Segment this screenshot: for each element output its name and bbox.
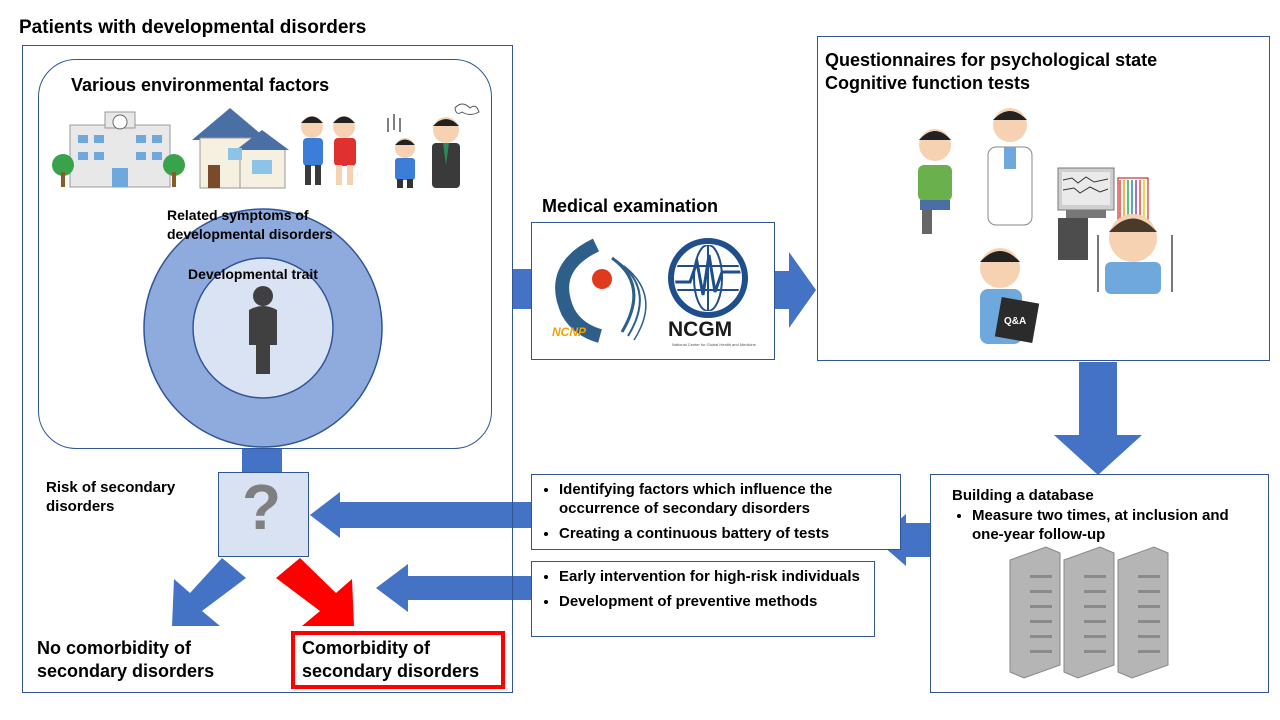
questionnaire-title: Questionnaires for psychological state C… <box>825 49 1157 95</box>
arrow-to-no-comorbidity <box>172 558 246 626</box>
arrow-interventions-to-comorbidity <box>376 564 531 612</box>
comorbidity-box <box>291 631 505 689</box>
arrow-to-questionnaire <box>775 252 816 328</box>
arrow-to-database <box>1054 362 1142 475</box>
clipboard-text: Q&A <box>1004 316 1026 327</box>
interventions-list: Early intervention for high-risk individ… <box>533 567 889 617</box>
no-comorbidity-label: No comorbidity of secondary disorders <box>37 638 215 681</box>
patients-title: Patients with developmental disorders <box>19 17 367 38</box>
arrow-to-exam-body <box>513 269 531 309</box>
ncgm-logo <box>668 238 748 318</box>
interventions-item: Early intervention for high-risk individ… <box>559 567 889 586</box>
findings-item: Identifying factors which influence the … <box>559 480 904 518</box>
question-mark: ? <box>242 471 282 543</box>
eeg-monitor-illustration <box>1057 167 1115 260</box>
related-symptoms-label: Related symptoms of developmental disord… <box>167 207 333 242</box>
interventions-box <box>531 561 875 637</box>
questionnaire-line-1: Questionnaires for psychological state <box>825 50 1158 70</box>
interventions-item: Development of preventive methods <box>559 592 889 611</box>
medical-exam-box <box>531 222 775 360</box>
qa-child-illustration <box>980 248 1040 344</box>
house-illustration <box>192 108 289 189</box>
database-box <box>930 474 1269 693</box>
connector-down <box>242 449 282 473</box>
database-item: Measure two times, at inclusion and one-… <box>972 506 1252 544</box>
findings-box <box>531 474 901 550</box>
patients-box <box>22 45 513 693</box>
doctor-consultation-illustration <box>918 108 1033 234</box>
findings-item: Creating a continuous battery of tests <box>559 524 904 543</box>
risk-label: Risk of secondary disorders <box>46 479 176 515</box>
findings-list: Identifying factors which influence the … <box>533 480 904 549</box>
server-rack-icon <box>1009 546 1169 679</box>
question-box <box>218 472 309 557</box>
questionnaire-box <box>817 36 1270 361</box>
person-icon <box>249 286 277 374</box>
developmental-trait-label: Developmental trait <box>188 266 318 282</box>
ncgm-logo-text: NCGM <box>668 318 732 341</box>
comorbidity-label: Comorbidity of secondary disorders <box>302 638 480 681</box>
environment-box <box>38 59 492 449</box>
database-title: Building a database <box>952 487 1094 504</box>
fighting-kids-illustration <box>301 116 356 185</box>
ncgm-logo-subtext: National Center for Global Health and Me… <box>672 342 757 347</box>
ncnp-logo-text: NCNP <box>552 325 587 339</box>
questionnaire-line-2: Cognitive function tests <box>825 73 1031 93</box>
medical-exam-title: Medical examination <box>542 196 719 216</box>
ncnp-logo <box>555 238 647 343</box>
school-illustration <box>52 111 185 188</box>
database-list: Measure two times, at inclusion and one-… <box>946 506 1252 550</box>
scolded-child-illustration <box>387 103 480 188</box>
arrow-to-comorbidity <box>276 558 354 626</box>
arrow-database-to-findings <box>876 514 930 566</box>
arrow-findings-to-question <box>310 492 531 538</box>
environment-title: Various environmental factors <box>71 75 330 95</box>
eeg-patient-illustration <box>1097 177 1173 294</box>
